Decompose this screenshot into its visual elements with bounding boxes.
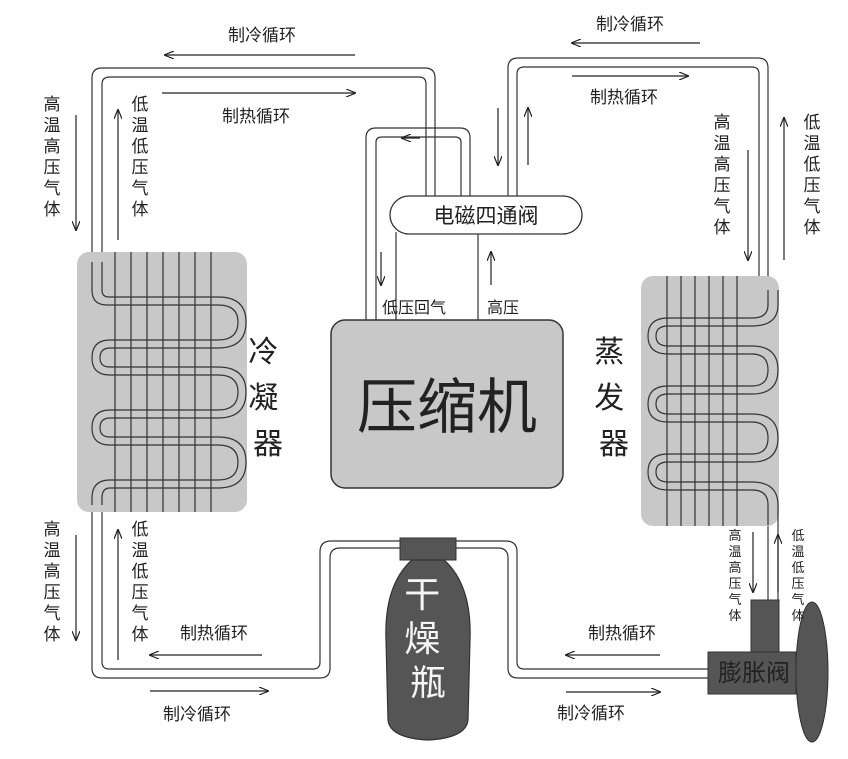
four-way-valve: 电磁四通阀 xyxy=(389,195,583,235)
low-pressure-return-label: 低压回气 xyxy=(382,298,446,317)
gas-label-low-top-left: 低温低压气体 xyxy=(132,95,149,220)
heating-cycle-label-bottom-left: 制热循环 xyxy=(180,624,248,644)
flow-arrows xyxy=(76,43,784,692)
gas-label-low-bottom-left: 低温低压气体 xyxy=(132,520,149,645)
cooling-cycle-label-top-right: 制冷循环 xyxy=(596,15,664,35)
cooling-cycle-label-bottom-left: 制冷循环 xyxy=(163,705,231,725)
gas-label-high-bottom-right: 高温高压气体 xyxy=(728,528,741,624)
high-pressure-label: 高压 xyxy=(487,298,519,317)
cooling-cycle-label-bottom-right: 制冷循环 xyxy=(557,704,625,724)
heating-cycle-label-bottom-right: 制热循环 xyxy=(588,624,656,644)
gas-label-high-top-right: 高温高压气体 xyxy=(714,113,731,238)
cooling-cycle-label-top-left: 制冷循环 xyxy=(228,26,296,46)
dryer-bottle: 干 燥 瓶 xyxy=(385,537,471,741)
evaporator-block xyxy=(641,276,779,526)
expansion-valve-label: 膨胀阀 xyxy=(718,659,790,687)
expansion-valve: 膨胀阀 xyxy=(707,599,829,743)
gas-labels: 高温高压气体 低温低压气体 高温高压气体 低温低压气体 高温高压气体 低温低压气… xyxy=(44,95,821,645)
gas-label-high-bottom-left: 高温高压气体 xyxy=(44,520,61,645)
dryer-label: 干 燥 瓶 xyxy=(404,575,451,704)
heating-cycle-label-top-left: 制热循环 xyxy=(222,107,290,127)
condenser-label: 冷 凝 器 xyxy=(248,335,288,462)
condenser-block xyxy=(77,252,247,512)
heating-cycle-label-top-right: 制热循环 xyxy=(590,88,658,108)
gas-label-low-bottom-right: 低温低压气体 xyxy=(791,529,804,624)
evaporator-label: 蒸 发 器 xyxy=(594,335,634,462)
gas-label-high-top-left: 高温高压气体 xyxy=(44,95,61,220)
compressor: 压缩机 xyxy=(330,319,564,489)
gas-label-low-top-right: 低温低压气体 xyxy=(804,113,821,238)
four-way-valve-label: 电磁四通阀 xyxy=(434,204,539,228)
compressor-label: 压缩机 xyxy=(357,373,537,443)
